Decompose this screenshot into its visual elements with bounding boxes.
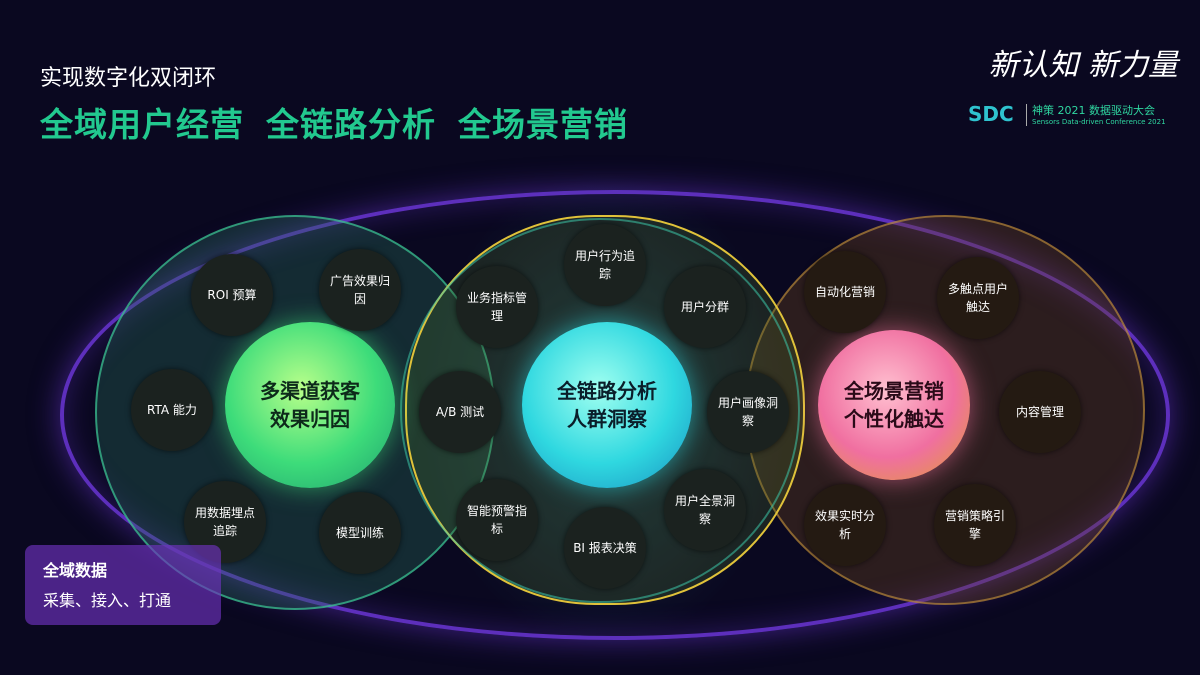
capability-node: 智能预警指标 bbox=[456, 479, 538, 561]
conference-name-en: Sensors Data-driven Conference 2021 bbox=[1032, 118, 1166, 126]
title-part: 全域用户经营 bbox=[40, 105, 244, 144]
slide-subtitle: 实现数字化双闭环 bbox=[40, 66, 217, 91]
capability-node: A/B 测试 bbox=[419, 371, 501, 453]
capability-node: BI 报表决策 bbox=[564, 507, 646, 589]
hub-line: 效果归因 bbox=[270, 407, 350, 431]
hub-line: 人群洞察 bbox=[567, 407, 647, 431]
hub-analysis: 全链路分析人群洞察 bbox=[522, 322, 692, 488]
capability-node: 广告效果归因 bbox=[319, 249, 401, 331]
data-box-title: 全域数据 bbox=[43, 561, 108, 580]
capability-node: 模型训练 bbox=[319, 492, 401, 574]
logo-divider bbox=[1026, 104, 1027, 126]
hub-line: 多渠道获客 bbox=[260, 379, 360, 403]
capability-node: 业务指标管理 bbox=[456, 266, 538, 348]
slide-title: 全域用户经营全链路分析全场景营销 bbox=[40, 98, 650, 146]
capability-node: 效果实时分析 bbox=[804, 484, 886, 566]
capability-node: 多触点用户触达 bbox=[937, 257, 1019, 339]
capability-node: 用数据埋点追踪 bbox=[184, 481, 266, 563]
capability-node: ROI 预算 bbox=[191, 254, 273, 336]
hub-line: 个性化触达 bbox=[844, 407, 944, 431]
logo-slogan: 新认知 新力量 bbox=[988, 48, 1178, 83]
capability-node: RTA 能力 bbox=[131, 369, 213, 451]
hub-marketing: 全场景营销个性化触达 bbox=[818, 330, 970, 480]
capability-node: 营销策略引擎 bbox=[934, 484, 1016, 566]
data-foundation-box: 全域数据 采集、接入、打通 bbox=[25, 545, 221, 625]
sdc-logo-mark: SDC bbox=[968, 102, 1014, 126]
title-part: 全场景营销 bbox=[458, 105, 628, 144]
hub-line: 全链路分析 bbox=[557, 379, 657, 403]
capability-node: 用户全景洞察 bbox=[664, 469, 746, 551]
hub-acquisition: 多渠道获客效果归因 bbox=[225, 322, 395, 488]
title-part: 全链路分析 bbox=[266, 105, 436, 144]
conference-name: 神策 2021 数据驱动大会 bbox=[1032, 104, 1155, 117]
capability-node: 用户行为追踪 bbox=[564, 224, 646, 306]
center-left-ring bbox=[400, 218, 800, 603]
hub-line: 全场景营销 bbox=[844, 379, 944, 403]
outer-loop-glow bbox=[60, 190, 1170, 640]
conference-logo: 新认知 新力量 SDC 神策 2021 数据驱动大会 Sensors Data-… bbox=[968, 40, 1178, 132]
data-box-desc: 采集、接入、打通 bbox=[43, 591, 172, 610]
capability-node: 用户分群 bbox=[664, 266, 746, 348]
capability-node: 用户画像洞察 bbox=[707, 371, 789, 453]
capability-node: 自动化营销 bbox=[804, 251, 886, 333]
capability-node: 内容管理 bbox=[999, 371, 1081, 453]
